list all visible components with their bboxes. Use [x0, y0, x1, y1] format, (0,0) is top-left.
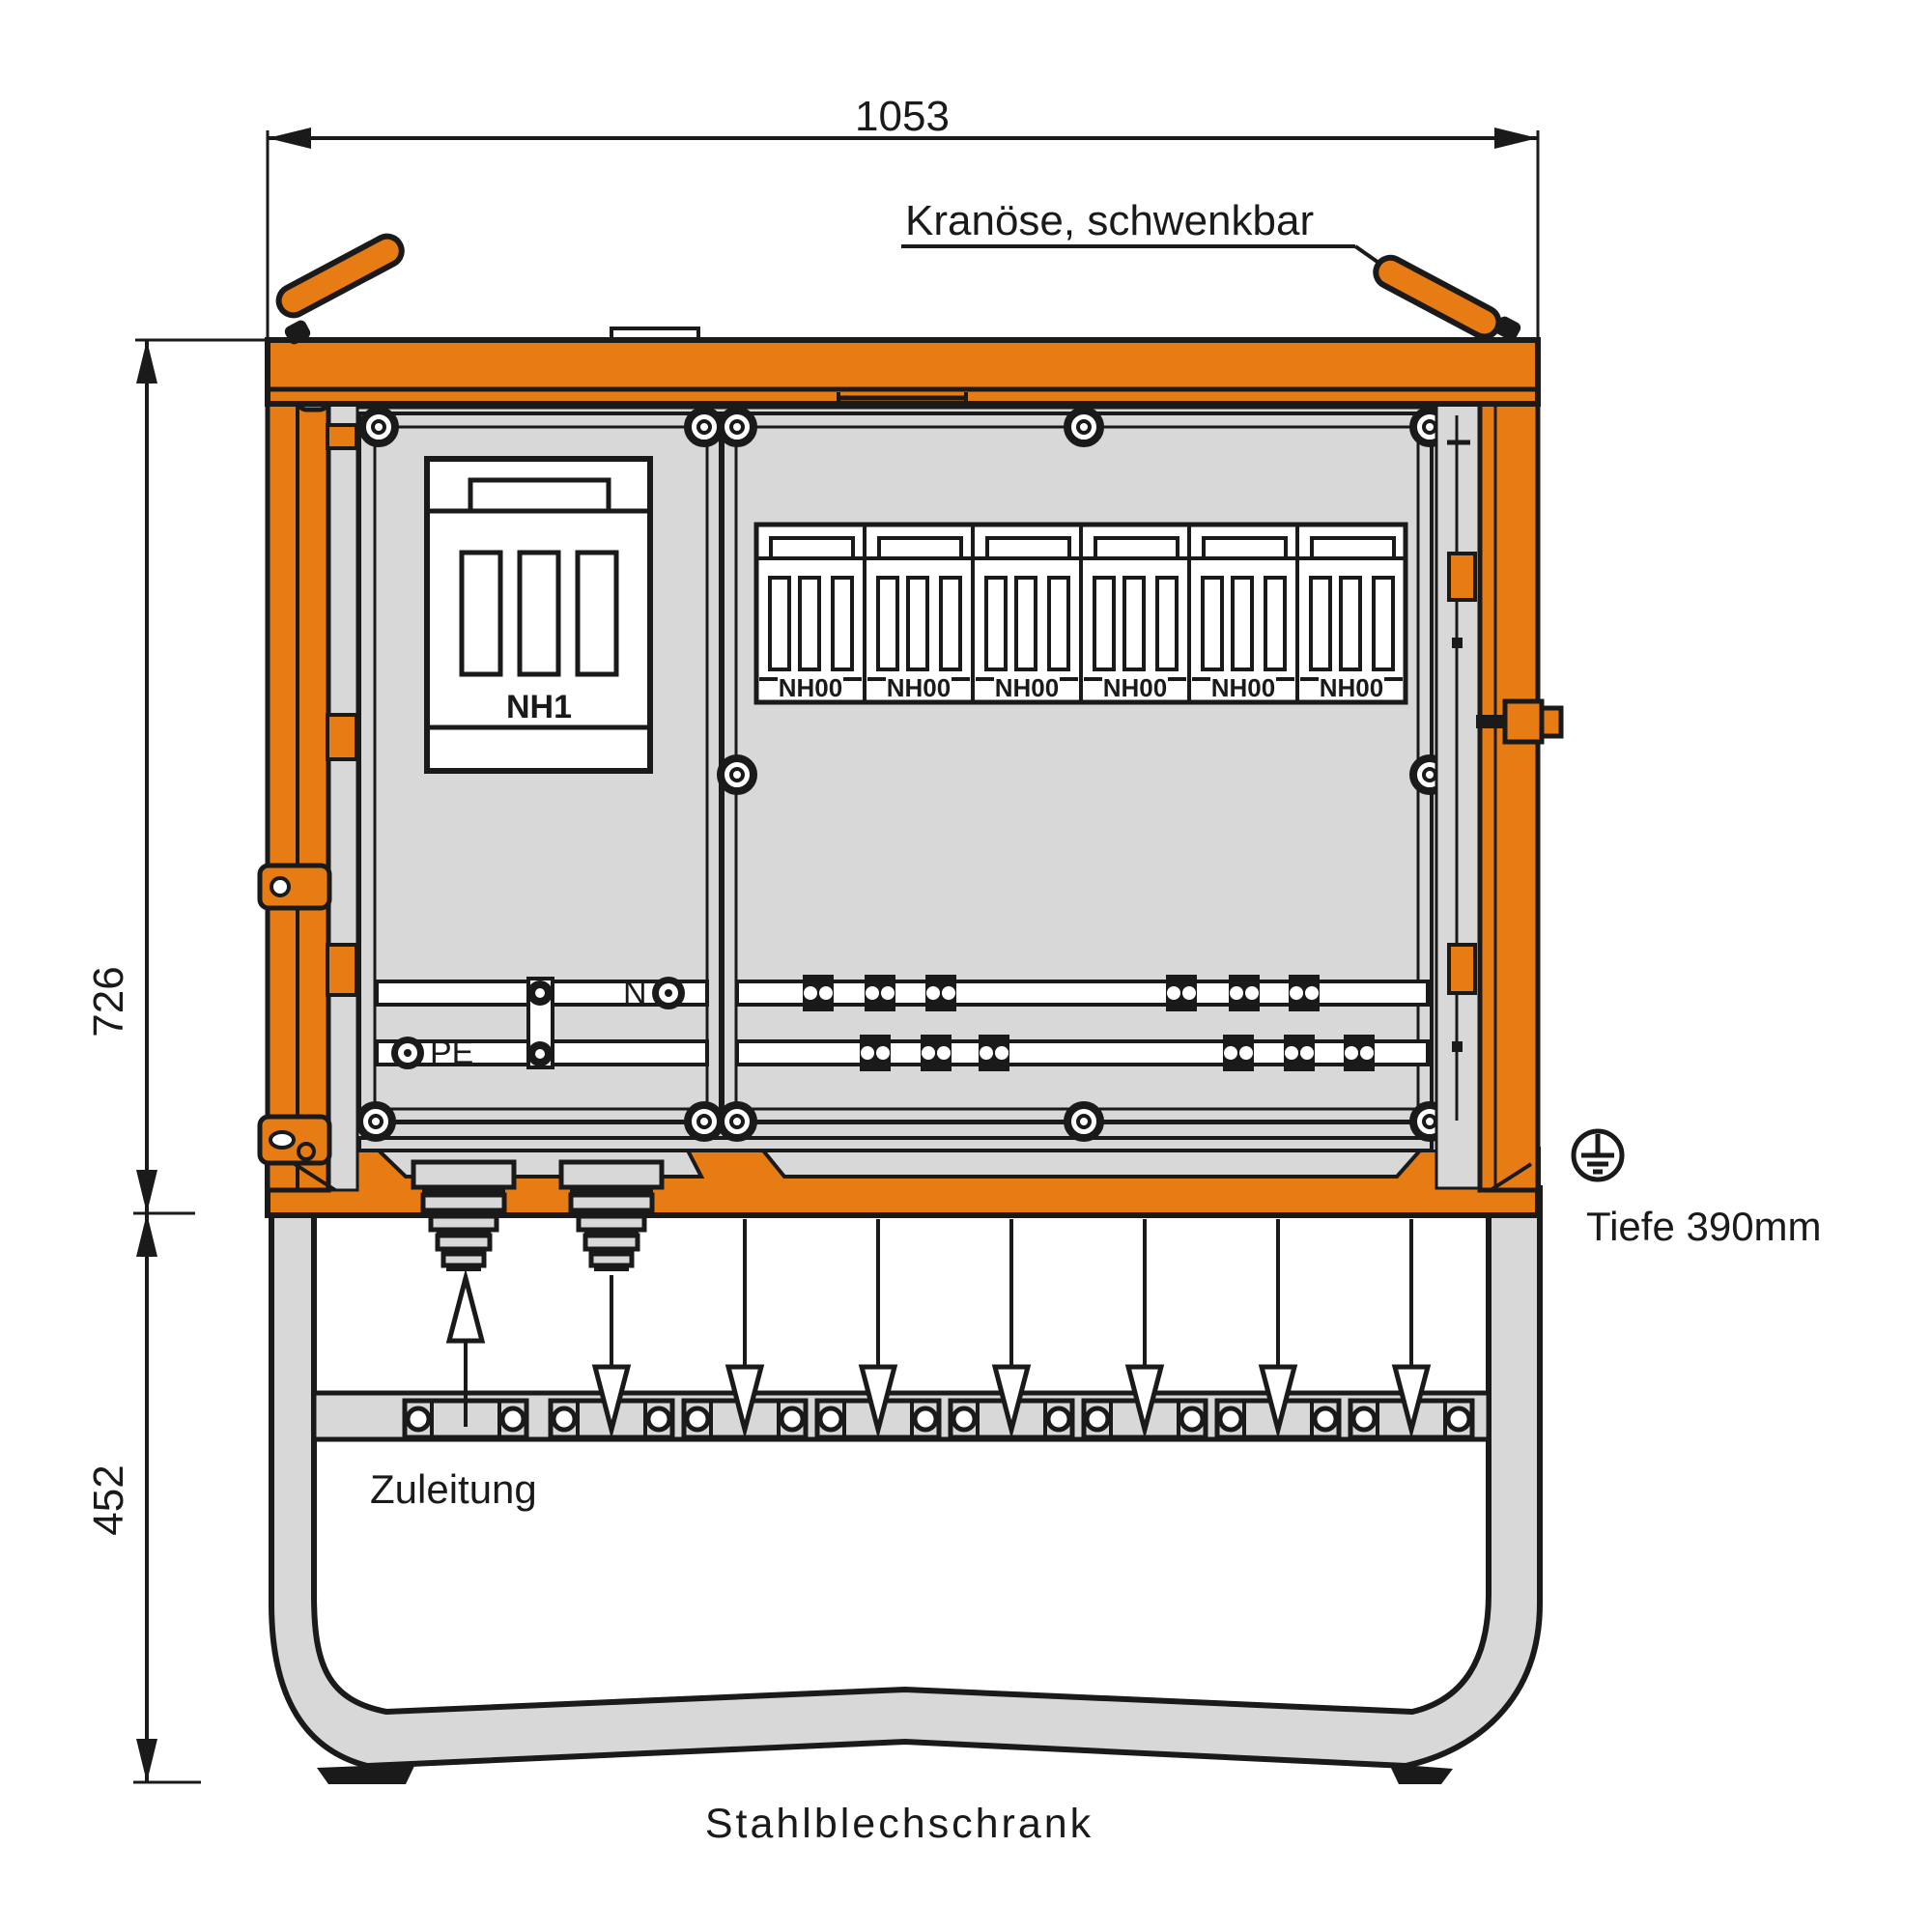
- mounting-plate-right: [721, 412, 1434, 1123]
- cable-gland-left: [411, 1159, 517, 1271]
- door-left-side: [257, 386, 359, 1193]
- nh00-label-2: NH00: [887, 673, 951, 702]
- nh00-label-3: NH00: [995, 673, 1059, 702]
- door-bottom-screw: [297, 1142, 316, 1161]
- depth-label: Tiefe 390mm: [1586, 1204, 1822, 1249]
- dim-height-value: 726: [85, 966, 132, 1037]
- nh00-label-4: NH00: [1103, 673, 1167, 702]
- latch-stiffener: [1447, 943, 1477, 995]
- cabinet-type-label: Stahlblechschrank: [705, 1801, 1094, 1847]
- busbar-pe-label: PE: [430, 1035, 473, 1071]
- flow-arrows: [445, 1219, 1432, 1439]
- foot-pad-left: [317, 1764, 415, 1784]
- nh00-fuse-strips: NH00 NH00 NH00 NH00 NH00 NH00: [753, 522, 1408, 705]
- nh1-label: NH1: [506, 689, 572, 725]
- dim-base-value: 452: [85, 1464, 132, 1535]
- cabinet-top-band: [265, 327, 1541, 407]
- pe-terminal-screw: [391, 1037, 424, 1069]
- busbar-n-label: N: [623, 975, 647, 1011]
- door-right-side: [1435, 386, 1564, 1193]
- n-busbar-clamps: [803, 975, 1320, 1011]
- crane-eye-left: [275, 233, 405, 345]
- crane-eye-label: Kranöse, schwenkbar: [905, 197, 1314, 244]
- earth-symbol: [1571, 1128, 1625, 1182]
- hinge-bottom: [257, 1114, 332, 1166]
- door-stiffener: [326, 423, 358, 450]
- n-terminal-screw: [652, 977, 685, 1009]
- nh1-fuse-switch: NH1: [424, 456, 653, 774]
- nh00-label-6: NH00: [1320, 673, 1383, 702]
- latch-stiffener: [1447, 552, 1477, 602]
- foot-pad-right: [1389, 1764, 1453, 1784]
- pe-busbar-clamps: [860, 1035, 1375, 1071]
- terminal-blocks: [402, 1398, 1475, 1440]
- door-stiffener: [326, 943, 358, 997]
- door-stiffener: [326, 713, 358, 761]
- crane-eye-right: [1373, 254, 1521, 341]
- dimension-height: [133, 338, 266, 1784]
- bridge-screws: [527, 980, 553, 1066]
- busbars: N PE: [375, 975, 1430, 1071]
- nh00-label-5: NH00: [1211, 673, 1275, 702]
- dim-width-value: 1053: [855, 93, 950, 140]
- stand-skid: [269, 1185, 1543, 1784]
- supply-label: Zuleitung: [370, 1466, 537, 1512]
- door-handle: [1476, 698, 1564, 745]
- dimension-width: [266, 128, 1540, 340]
- nh00-label-1: NH00: [779, 673, 842, 702]
- cable-gland-right: [558, 1159, 665, 1271]
- hinge-middle: [257, 863, 332, 911]
